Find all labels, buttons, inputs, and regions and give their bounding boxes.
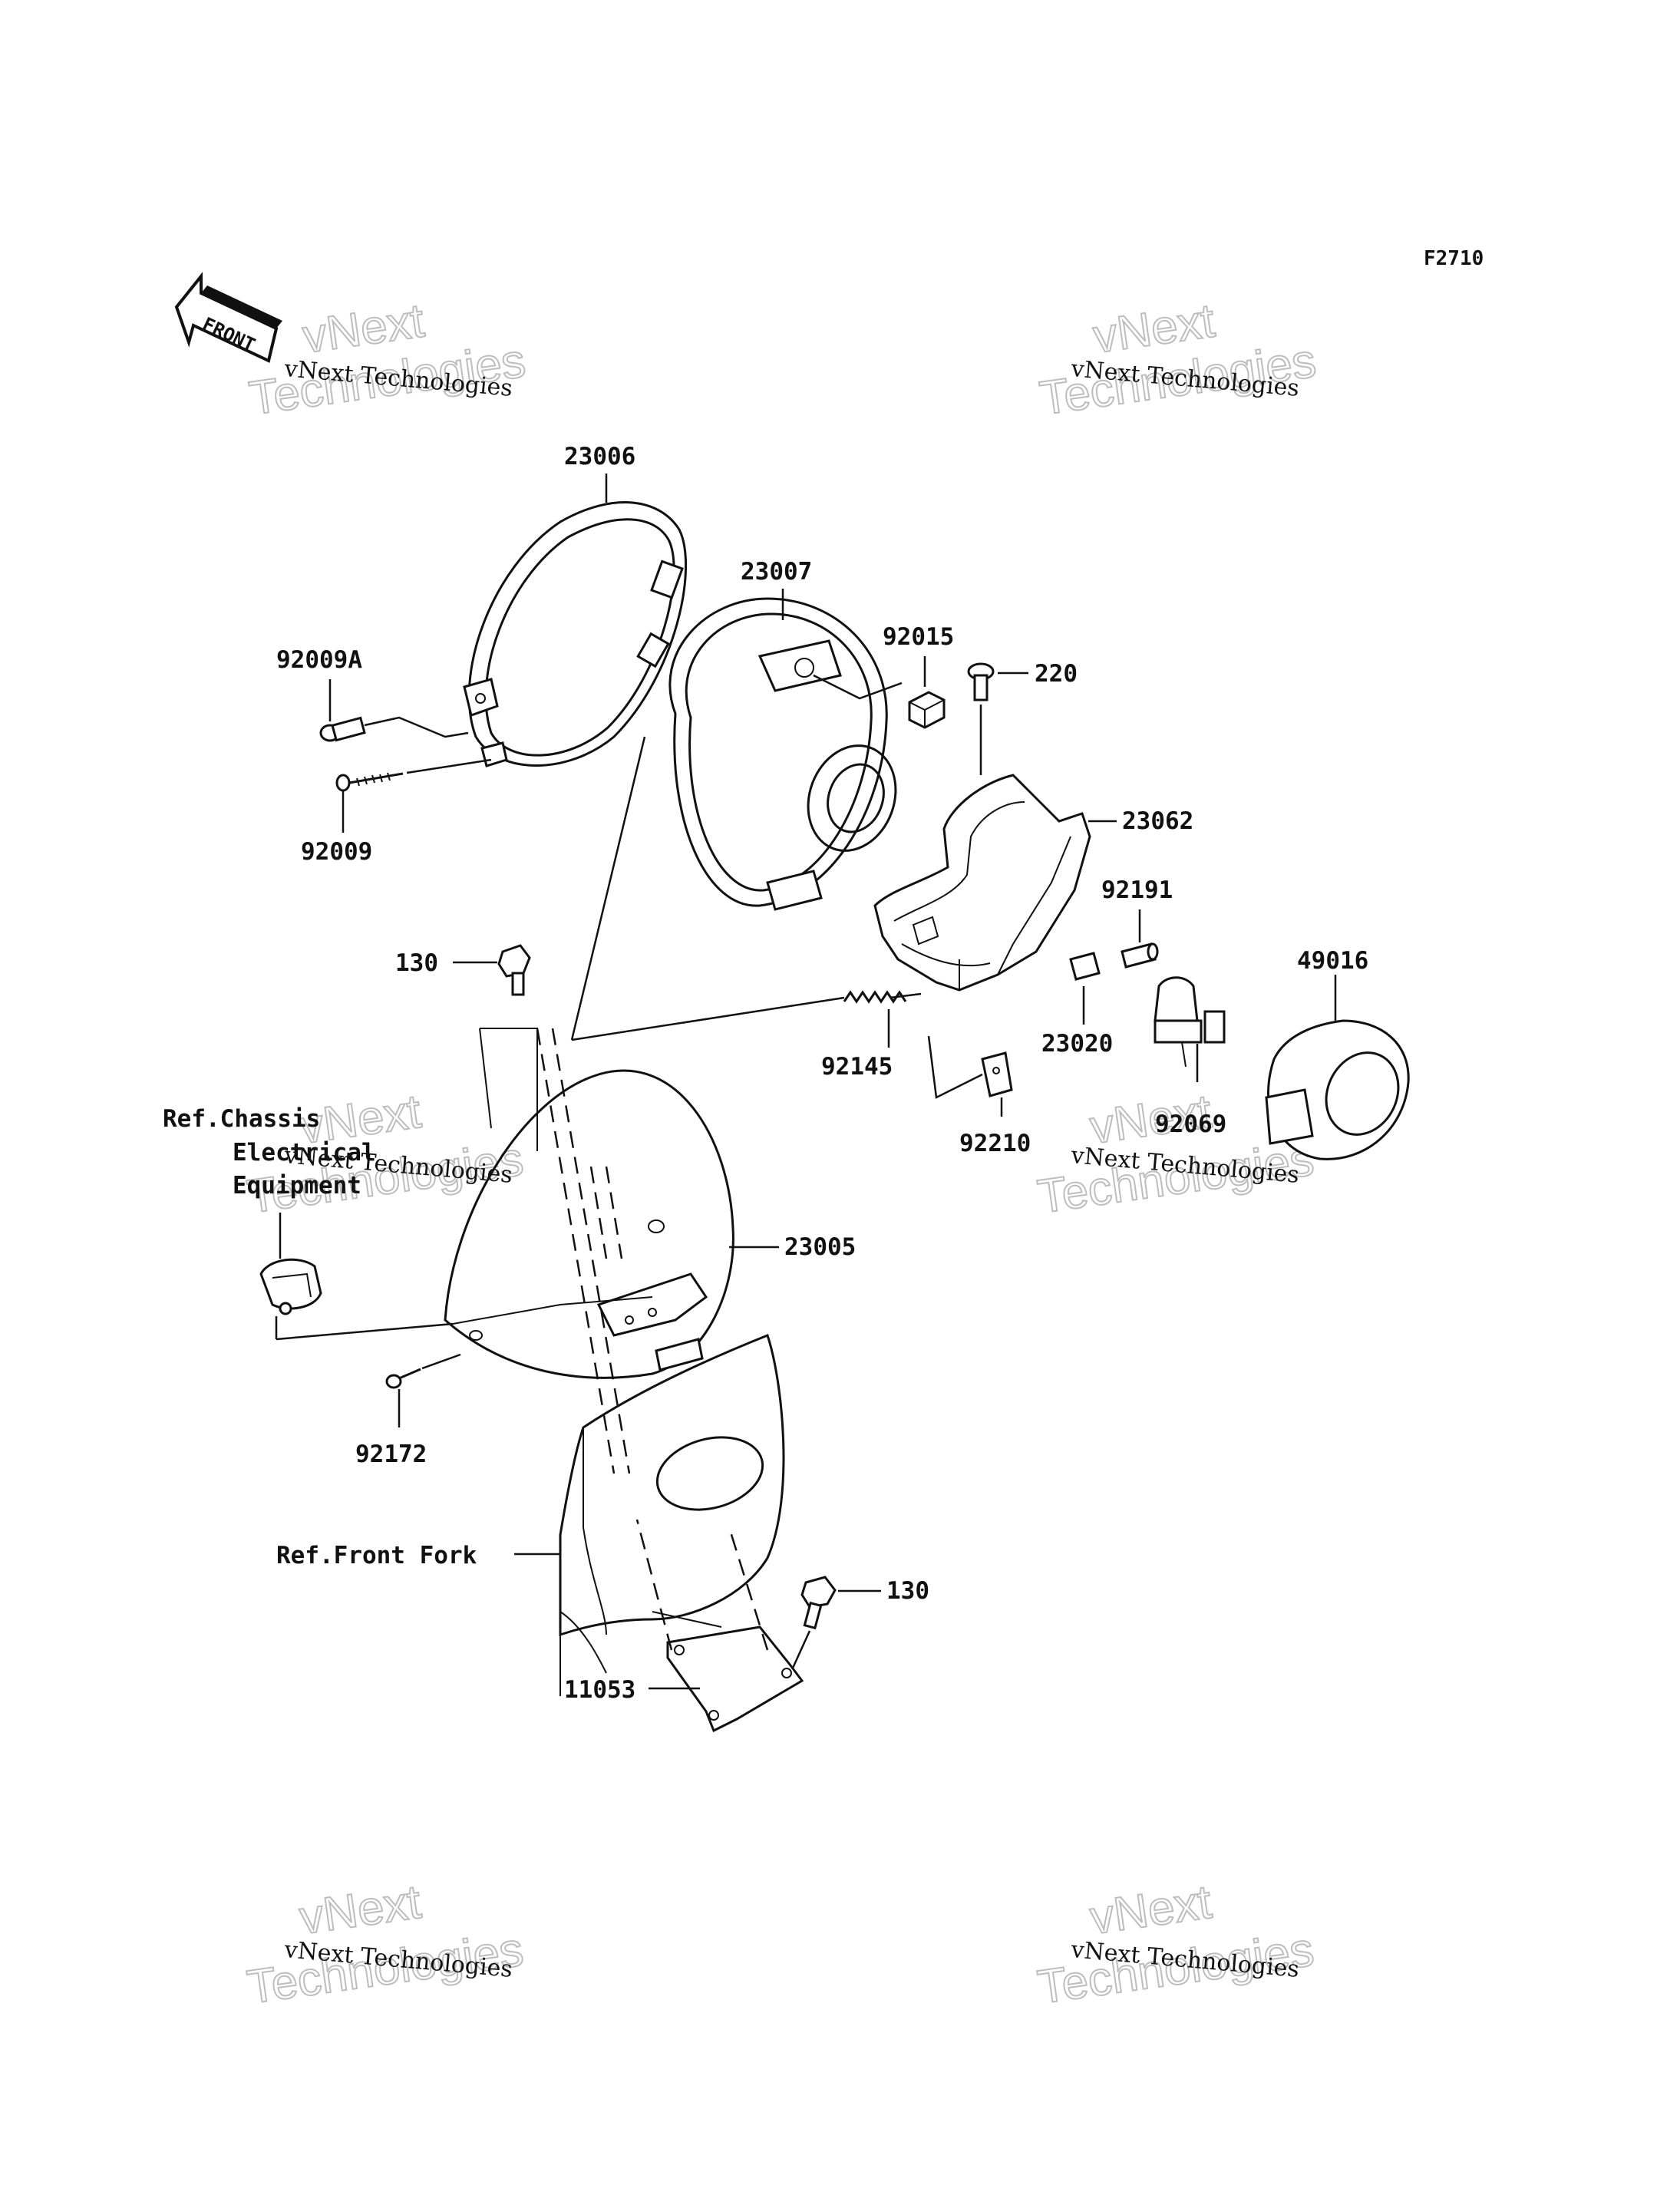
part-number-92015: 92015 xyxy=(883,623,954,651)
part-number-92172: 92172 xyxy=(355,1441,427,1468)
ref-chassis-line1: Ref.Chassis xyxy=(163,1105,320,1133)
screw-92172 xyxy=(385,1368,421,1389)
part-number-92009A: 92009A xyxy=(276,646,362,674)
screw-92009A xyxy=(319,716,366,742)
part-number-23062: 23062 xyxy=(1122,807,1193,835)
ref-chassis-line3: Equipment xyxy=(233,1172,361,1200)
headlight-rim-23006 xyxy=(463,501,688,767)
bolt-130-bottom xyxy=(800,1576,837,1630)
bracket-11053 xyxy=(635,1519,804,1733)
headlight-housing-23005 xyxy=(444,1028,734,1474)
watermark-top-left: vNext Technologies xyxy=(246,293,530,426)
headlight-unit-23007 xyxy=(668,597,897,911)
watermark-big-1: vNext xyxy=(1087,1876,1215,1945)
collar-92191 xyxy=(1121,942,1159,969)
part-number-23020: 23020 xyxy=(1041,1030,1113,1058)
watermark-top-right: vNext Technologies xyxy=(1036,293,1320,426)
front-direction-arrow-icon: FRONT xyxy=(174,272,282,363)
part-number-92069: 92069 xyxy=(1155,1111,1226,1138)
part-number-23005: 23005 xyxy=(784,1233,856,1261)
plate-92210 xyxy=(981,1051,1013,1097)
part-number-11053: 11053 xyxy=(564,1676,635,1704)
part-number-92210: 92210 xyxy=(959,1130,1031,1157)
headlight-bulb-92069 xyxy=(1154,976,1226,1068)
part-number-220: 220 xyxy=(1035,660,1078,688)
part-number-130-top: 130 xyxy=(395,949,438,977)
headlight-bracket-23062 xyxy=(873,774,1091,992)
part-number-92191: 92191 xyxy=(1101,876,1173,904)
part-number-23006: 23006 xyxy=(564,443,635,470)
nut-92015 xyxy=(908,691,946,729)
ref-front-fork: Ref.Front Fork xyxy=(276,1542,477,1569)
screw-92009 xyxy=(335,772,404,792)
front-fork-ref xyxy=(559,1334,785,1696)
part-number-92009: 92009 xyxy=(301,838,372,866)
connector-ref-chassis xyxy=(259,1258,322,1315)
figure-code: F2710 xyxy=(1424,247,1484,270)
bolt-130-top xyxy=(497,944,531,996)
ref-chassis-line2: Electrical xyxy=(233,1139,376,1167)
rubber-boot-49016 xyxy=(1265,1019,1410,1160)
watermark-bottom-right: vNext Technologies xyxy=(1034,1875,1318,2015)
part-number-130-bottom: 130 xyxy=(886,1577,929,1605)
watermark-big-1: vNext xyxy=(296,1876,424,1945)
part-number-92145: 92145 xyxy=(821,1053,893,1081)
part-number-23007: 23007 xyxy=(741,558,812,586)
spring-92145 xyxy=(843,990,907,1004)
watermark-bottom-left: vNext Technologies xyxy=(243,1875,527,2015)
screw-220 xyxy=(967,662,995,701)
part-number-49016: 49016 xyxy=(1297,947,1368,975)
clip-23020 xyxy=(1069,952,1101,981)
